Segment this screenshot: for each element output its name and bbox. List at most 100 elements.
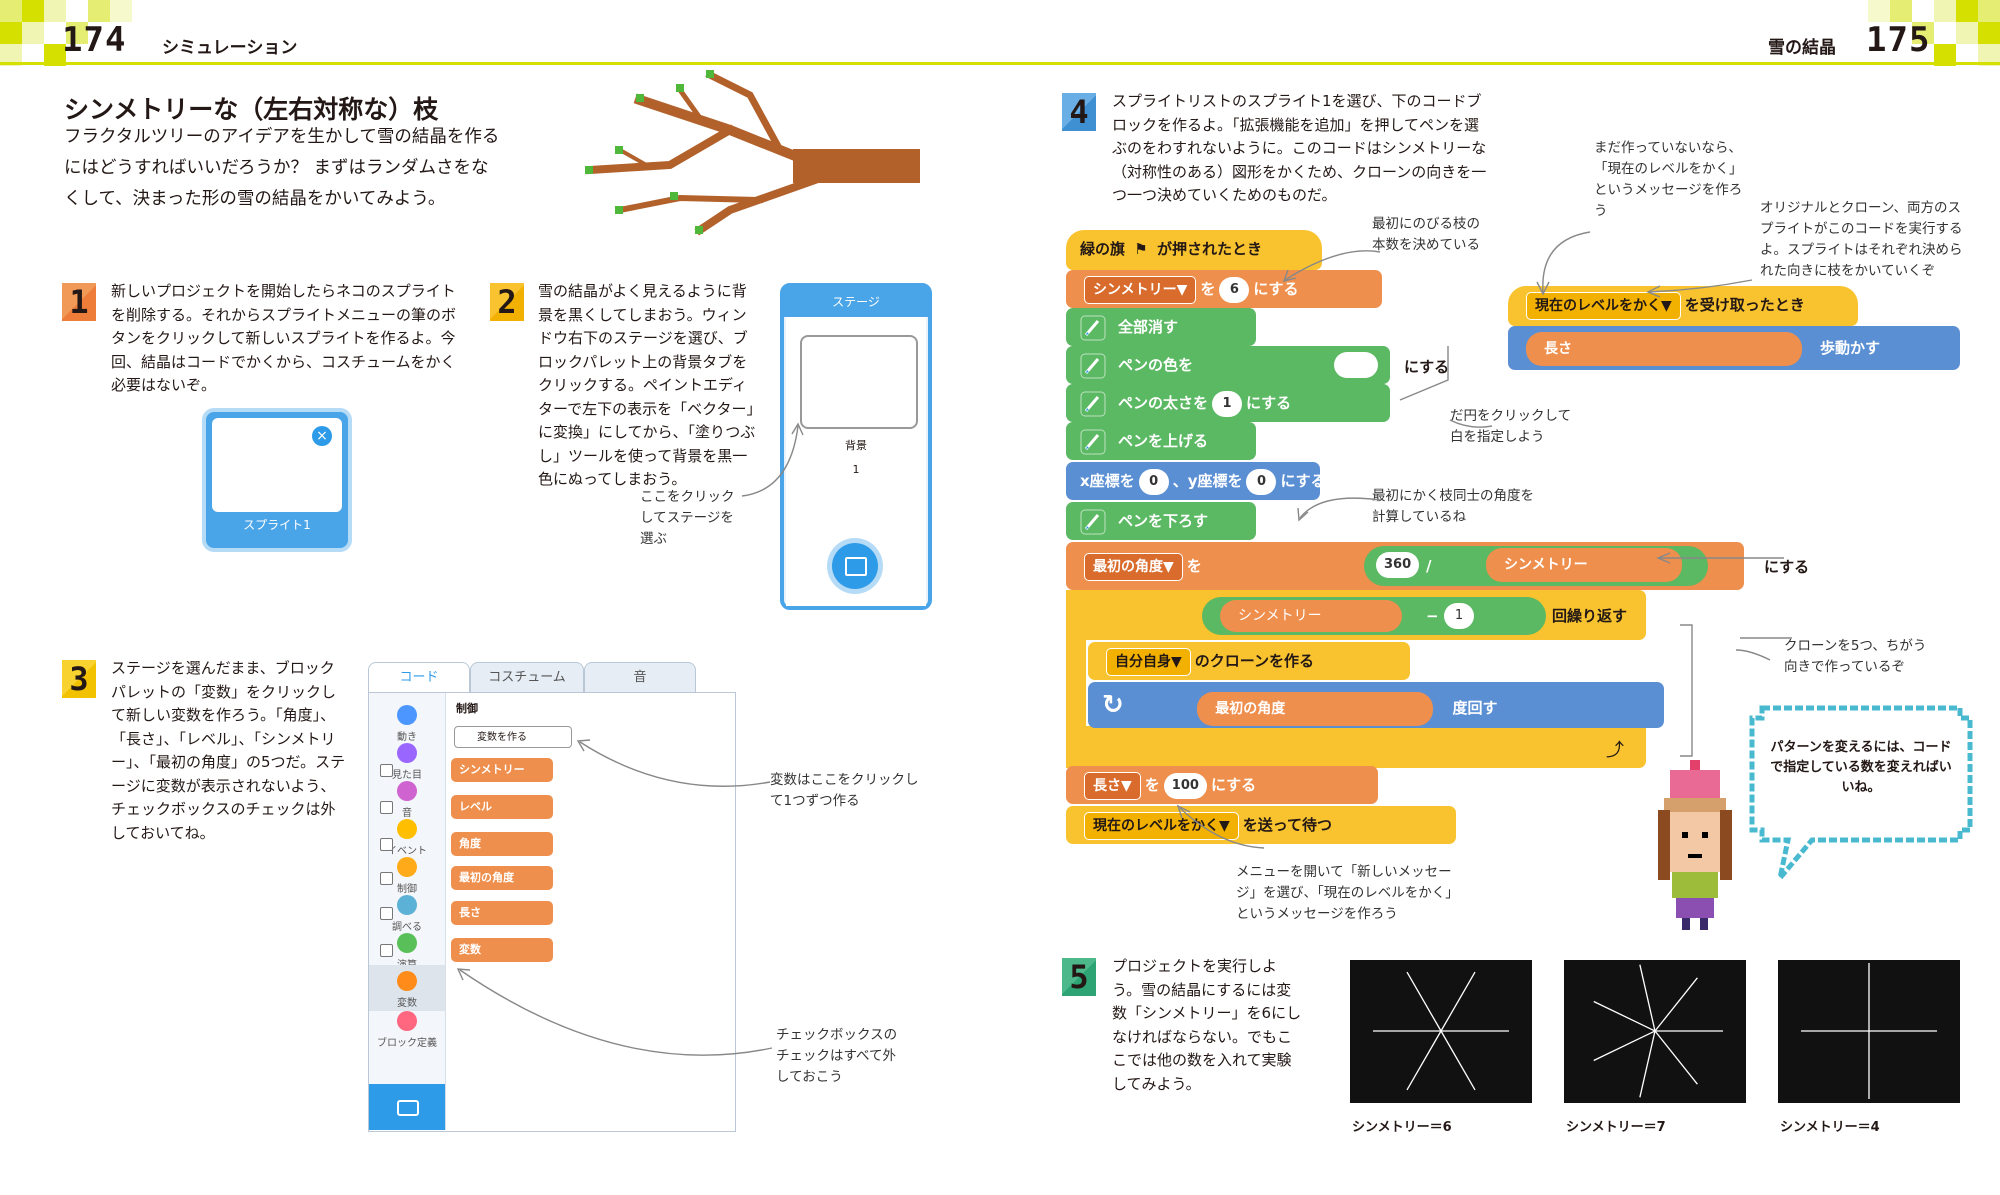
sprite-label: スプライト1 bbox=[243, 518, 311, 532]
left-section-title: シミュレーション bbox=[162, 38, 298, 58]
variable-checkbox[interactable] bbox=[380, 801, 393, 814]
note-angle-calc: 最初にかく枝同士の角度を計算しているね bbox=[1372, 488, 1534, 525]
message-dropdown[interactable]: 現在のレベルをかく▼ bbox=[1526, 291, 1681, 320]
variable-checkbox[interactable] bbox=[380, 838, 393, 851]
move-steps-block[interactable]: 長さ歩動かす bbox=[1508, 326, 1960, 370]
sprite-thumbnail[interactable]: × スプライト1 bbox=[206, 412, 348, 548]
variable-dropdown[interactable]: シンメトリー▼ bbox=[1084, 275, 1197, 304]
broadcast-and-wait-block[interactable]: 現在のレベルをかく▼を送って待つ bbox=[1066, 806, 1456, 844]
step3-text: ステージを選んだまま、ブロックパレットの「変数」をクリックして新しい変数を作ろう… bbox=[111, 659, 346, 842]
scratch-code-editor: コード コスチューム 音 動き 見た目 音 イベント 制御 調べる 演算 変数 … bbox=[368, 662, 736, 1132]
header-pixel-pattern-left bbox=[0, 0, 170, 68]
result-symmetry-7 bbox=[1564, 960, 1746, 1103]
turn-right-block[interactable]: ↻ 最初の角度 度回す bbox=[1088, 682, 1664, 728]
left-page-number: 174 bbox=[62, 20, 127, 60]
variable-checkbox[interactable] bbox=[380, 872, 393, 885]
set-pen-color-block[interactable]: ペンの色を bbox=[1066, 346, 1390, 384]
category-looks[interactable]: 見た目 bbox=[369, 743, 445, 781]
message-dropdown[interactable]: 現在のレベルをかく▼ bbox=[1084, 811, 1239, 840]
green-flag-icon: ⚑ bbox=[1134, 240, 1148, 258]
add-extension-button[interactable] bbox=[369, 1084, 445, 1130]
divide-sign: / bbox=[1426, 557, 1432, 575]
note-clones-five: クローンを5つ、ちがう向きで作っているぞ bbox=[1784, 638, 1927, 675]
step1-text: 新しいプロジェクトを開始したらネコのスプライトを削除する。それからスプライトメニ… bbox=[111, 282, 457, 394]
variable-dropdown[interactable]: 最初の角度▼ bbox=[1084, 552, 1183, 581]
erase-all-block[interactable]: 全部消す bbox=[1066, 308, 1256, 346]
y-input[interactable]: 0 bbox=[1246, 468, 1277, 495]
step2-text: 雪の結晶がよく見えるように背景を黒くしてしまおう。ウィンドウ右下のステージを選び… bbox=[538, 282, 756, 488]
set-first-angle-block[interactable]: 最初の角度▼を 360 / シンメトリー bbox=[1066, 542, 1744, 590]
symmetry-reporter[interactable]: シンメトリー bbox=[1220, 600, 1402, 632]
header-pixel-pattern-right bbox=[1830, 0, 2000, 68]
choose-backdrop-button[interactable] bbox=[832, 543, 878, 589]
variable-checkbox[interactable] bbox=[380, 764, 393, 777]
value-input[interactable]: 1 bbox=[1212, 390, 1243, 417]
snowflake-branch bbox=[1654, 1030, 1698, 1085]
value-input[interactable]: 6 bbox=[1219, 276, 1250, 303]
result-symmetry-4 bbox=[1778, 960, 1960, 1103]
variable-block[interactable]: 変数 bbox=[451, 938, 553, 962]
flag-hat-label: 緑の旗 bbox=[1080, 240, 1126, 258]
variable-block[interactable]: 最初の角度 bbox=[451, 866, 553, 890]
value-input[interactable]: 100 bbox=[1163, 772, 1207, 799]
category-motion[interactable]: 動き bbox=[369, 705, 445, 743]
first-angle-reporter[interactable]: 最初の角度 bbox=[1197, 691, 1434, 726]
turn-right-icon: ↻ bbox=[1102, 690, 1124, 720]
make-variable-button[interactable]: 変数を作る bbox=[454, 726, 572, 748]
variable-block[interactable]: レベル bbox=[451, 795, 553, 819]
pen-icon bbox=[1080, 429, 1106, 455]
note-new-message: メニューを開いて「新しいメッセージ」を選び、「現在のレベルをかく」というメッセー… bbox=[1236, 864, 1452, 922]
category-sensing[interactable]: 調べる bbox=[369, 895, 445, 933]
symmetry-reporter[interactable]: シンメトリー bbox=[1486, 548, 1682, 582]
dividend-input[interactable]: 360 bbox=[1376, 552, 1420, 578]
note-white-circle: だ円をクリックして白を指定しよう bbox=[1450, 408, 1572, 445]
delete-sprite-icon[interactable]: × bbox=[312, 426, 332, 446]
step4-arrows bbox=[1176, 231, 1792, 849]
color-picker-swatch[interactable] bbox=[1334, 352, 1378, 378]
when-flag-clicked-block[interactable]: 緑の旗 ⚑ が押されたとき bbox=[1066, 230, 1322, 270]
minus-sign: − bbox=[1426, 607, 1439, 625]
variable-block[interactable]: シンメトリー bbox=[451, 758, 553, 782]
extension-icon bbox=[397, 1100, 419, 1116]
pen-down-block[interactable]: ペンを下ろす bbox=[1066, 502, 1256, 540]
category-variables[interactable]: 変数 bbox=[369, 965, 445, 1011]
when-i-receive-block[interactable]: 現在のレベルをかく▼を受け取ったとき bbox=[1508, 286, 1858, 326]
category-my-blocks[interactable]: ブロック定義 bbox=[369, 1011, 445, 1049]
result-symmetry-6 bbox=[1350, 960, 1532, 1103]
tab-sound[interactable]: 音 bbox=[584, 662, 696, 693]
variable-checkbox[interactable] bbox=[380, 907, 393, 920]
snowflake-branch bbox=[1639, 964, 1656, 1032]
step4-text: スプライトリストのスプライト1を選び、下のコードブロックを作るよ。「拡張機能を追… bbox=[1112, 92, 1487, 204]
value-input[interactable]: 1 bbox=[1444, 603, 1474, 629]
stage-panel[interactable]: ステージ 背景 1 bbox=[780, 283, 932, 610]
variable-block[interactable]: 長さ bbox=[451, 901, 553, 925]
note-original-and-clone: オリジナルとクローン、両方のスプライトがこのコードを実行するよ。スプライトはそれ… bbox=[1760, 200, 1963, 279]
pen-icon bbox=[1080, 391, 1106, 417]
step2-number: 2 bbox=[490, 283, 524, 321]
category-control[interactable]: 制御 bbox=[369, 857, 445, 895]
tab-code[interactable]: コード bbox=[368, 662, 470, 693]
variable-checkbox[interactable] bbox=[380, 944, 393, 957]
snowflake-branch bbox=[1639, 1030, 1656, 1098]
backdrop-label: 背景 bbox=[845, 439, 867, 452]
divide-operator-block[interactable]: 360 / シンメトリー bbox=[1364, 546, 1708, 586]
tab-costume[interactable]: コスチューム bbox=[470, 662, 584, 693]
length-reporter[interactable]: 長さ bbox=[1526, 331, 1802, 366]
backdrop-thumbnail[interactable] bbox=[800, 335, 918, 429]
repeat-block[interactable]: シンメトリー − 1 回繰り返す ⤴ bbox=[1066, 590, 1646, 770]
x-input[interactable]: 0 bbox=[1138, 468, 1169, 495]
create-clone-block[interactable]: 自分自身▼のクローンを作る bbox=[1088, 642, 1410, 680]
category-sound[interactable]: 音 bbox=[369, 781, 445, 819]
clone-target-dropdown[interactable]: 自分自身▼ bbox=[1106, 647, 1191, 676]
pen-up-block[interactable]: ペンを上げる bbox=[1066, 422, 1256, 460]
variable-dropdown[interactable]: 長さ▼ bbox=[1084, 771, 1141, 800]
code-tab-label: コード bbox=[399, 670, 439, 685]
right-page-number: 175 bbox=[1866, 20, 1931, 60]
category-events[interactable]: イベント bbox=[369, 819, 445, 857]
variable-block[interactable]: 角度 bbox=[451, 832, 553, 856]
step5-text: プロジェクトを実行しよう。雪の結晶にするには変数「シンメトリー」を6にしなければ… bbox=[1112, 957, 1302, 1093]
